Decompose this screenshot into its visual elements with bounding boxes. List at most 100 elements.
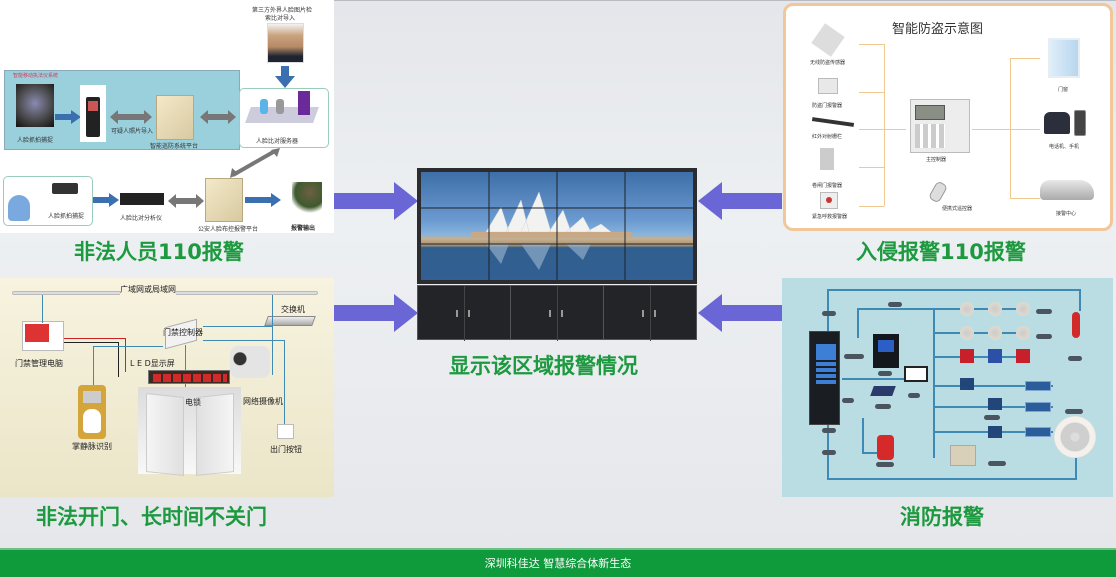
wire-red <box>64 338 126 339</box>
analyzer-label: 人脸比对分析仪 <box>120 215 163 222</box>
bus-line <box>933 332 1023 334</box>
panel-display <box>950 445 976 466</box>
heading-intrusion: 入侵报警110报警 <box>856 240 1026 264</box>
double-arrow-icon <box>168 194 204 208</box>
wire-blue <box>272 295 273 375</box>
arrow-left-icon <box>698 182 782 220</box>
right-arrow-icon <box>93 193 119 207</box>
subsystem-title: 智能移动执法仪系统 <box>13 73 59 79</box>
window-image <box>1048 38 1080 78</box>
diagonal-double-arrow-icon <box>230 148 280 178</box>
label-chip <box>822 450 836 455</box>
label-chip <box>844 354 864 359</box>
remote-control-image <box>927 180 949 204</box>
face-capture-label-1: 人脸抓拍捕捉 <box>17 137 54 144</box>
bus-line <box>857 308 859 338</box>
label-chip <box>888 302 902 307</box>
linkage-device-1 <box>1025 381 1051 391</box>
heading-fire: 消防报警 <box>900 505 984 529</box>
phone-image <box>1044 112 1070 134</box>
sensor-label: 红外对射栅栏 <box>812 134 843 140</box>
alarm-output-label: 报警输出 <box>291 225 316 232</box>
wire-blue <box>93 346 94 386</box>
module-1 <box>960 378 974 390</box>
cabinet-section <box>511 286 604 341</box>
heading-door: 非法开门、长时间不关门 <box>36 505 267 529</box>
sensor-item <box>820 192 838 209</box>
label-chip <box>822 311 836 316</box>
panel-door-alarm: 广域网或局域网 交换机 门禁控制器 门禁管理电脑 L E D显示屏 电锁 网络摄… <box>0 278 334 497</box>
face-capture-label-2: 人脸抓拍捕捉 <box>48 213 85 220</box>
diagram-title: 智能防盗示意图 <box>892 22 984 37</box>
arrow-right-icon <box>334 182 418 220</box>
bus-line <box>1079 289 1081 311</box>
label-chip <box>822 428 836 433</box>
top-caption-1: 第三方外界人脸图片检 <box>252 7 313 14</box>
sensor-label: 防盗门报警器 <box>812 103 843 109</box>
right-arrow-icon <box>55 110 81 124</box>
alarm-host <box>873 334 899 368</box>
label-chip <box>988 461 1006 466</box>
bus-line <box>1075 458 1077 480</box>
bus-line <box>933 308 935 458</box>
panel-fire-alarm <box>782 278 1113 497</box>
output-label: 电话机、手机 <box>1049 144 1080 150</box>
exit-button-image <box>277 424 294 439</box>
led-label: L E D显示屏 <box>130 359 175 368</box>
label-chip <box>1036 309 1052 314</box>
wire-blue <box>203 326 273 327</box>
wire-black <box>64 342 119 343</box>
operator-image <box>292 182 322 216</box>
double-arrow-icon <box>110 110 152 124</box>
label-chip <box>876 462 894 467</box>
camera-image <box>230 346 270 378</box>
sensor-item <box>818 78 838 94</box>
camera-label: 网络摄像机 <box>243 397 283 406</box>
wire-blue <box>284 340 285 430</box>
main-controller-image <box>910 99 970 153</box>
linkage-device-3 <box>1025 427 1051 437</box>
exit-button-label: 出门按钮 <box>270 445 302 454</box>
police-car-image <box>1040 180 1094 200</box>
wire-blue <box>42 295 43 323</box>
bus-line <box>862 452 882 454</box>
label-chip <box>1068 356 1082 361</box>
photo-import-label: 可疑人照片导入 <box>111 128 154 135</box>
bus-line <box>933 385 1053 387</box>
bus-line <box>827 289 1080 291</box>
opera-house-image <box>421 172 693 280</box>
switch-label: 交换机 <box>281 305 305 314</box>
label-chip <box>1036 334 1052 339</box>
camera-box <box>3 176 93 226</box>
fire-control-cabinet <box>809 331 840 425</box>
platform-label-2: 公安人脸布控报警平台 <box>198 226 259 233</box>
wire-black <box>118 342 119 377</box>
phone-image <box>80 85 106 142</box>
linkage-device-2 <box>1025 402 1051 412</box>
label-chip <box>908 393 920 398</box>
mobile-image <box>1074 110 1086 136</box>
footer-bar: 深圳科佳达 智慧综合体新生态 <box>0 548 1116 577</box>
label-chip <box>878 371 892 376</box>
bus-line <box>857 308 1027 310</box>
arrow-left-icon <box>698 294 782 332</box>
right-arrow-icon <box>245 193 281 207</box>
hydrant-button <box>1072 312 1080 338</box>
arrow-right-icon <box>334 294 418 332</box>
sensor-item <box>811 23 845 57</box>
wire-red <box>125 338 126 372</box>
controller-label: 门禁控制器 <box>163 328 203 337</box>
sensor-item <box>820 148 834 170</box>
wire-blue <box>93 346 163 347</box>
analyzer-image <box>120 193 164 205</box>
sensor-label: 无线防盗传感器 <box>810 60 846 66</box>
monitor <box>904 366 928 382</box>
led-display <box>148 370 230 384</box>
sensor-label: 紧急呼救报警器 <box>812 214 848 220</box>
module-2 <box>988 398 1002 410</box>
label-chip <box>1065 409 1083 414</box>
label-chip <box>875 404 891 409</box>
video-wall <box>417 168 697 284</box>
remote-label: 便携式遥控器 <box>942 206 973 212</box>
controller-label: 主控制器 <box>926 157 947 163</box>
